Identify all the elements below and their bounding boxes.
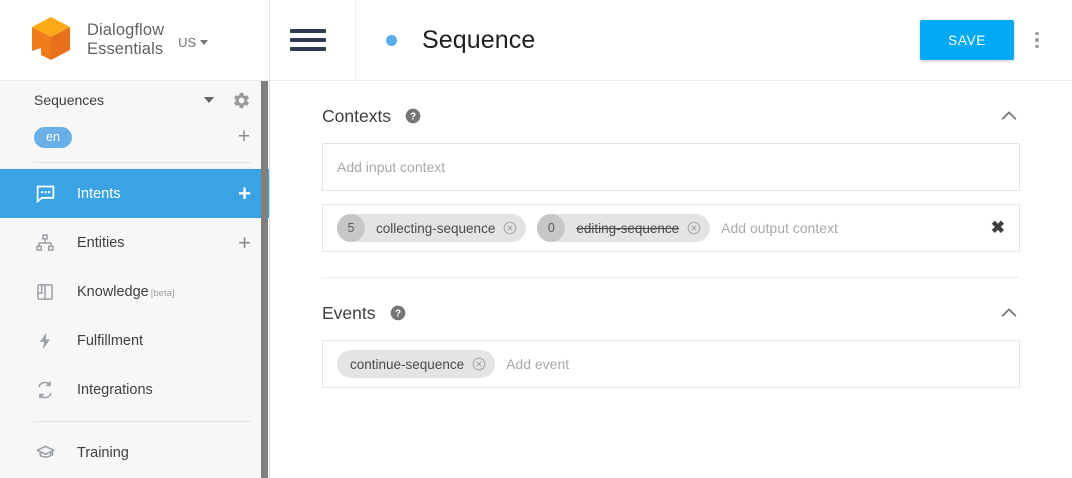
- topbar-divider: [355, 0, 356, 81]
- sidebar-item-label: Integrations: [77, 382, 251, 398]
- chevron-up-icon[interactable]: [998, 302, 1020, 324]
- sidebar-divider-top: [34, 162, 251, 163]
- lightning-bolt-icon: [34, 330, 56, 352]
- agent-name: Sequences: [34, 92, 105, 108]
- kebab-menu-icon[interactable]: [1020, 20, 1054, 60]
- output-context-chip[interactable]: 0 editing-sequence: [537, 214, 711, 242]
- bar: [290, 38, 326, 42]
- events-header: Events ?: [322, 278, 1020, 340]
- help-circle-icon[interactable]: ?: [390, 305, 406, 321]
- content-area: Contexts ? Add input context: [270, 81, 1072, 388]
- sidebar-divider-bottom: [34, 421, 251, 422]
- section-title: Events: [322, 302, 376, 323]
- sidebar-scrollbar-thumb[interactable]: [261, 81, 268, 478]
- caret-down-icon[interactable]: [204, 97, 214, 103]
- section-divider: [322, 277, 1020, 278]
- dot: [1035, 38, 1039, 42]
- sidebar-item-label: Fulfillment: [77, 333, 251, 349]
- sidebar-item-label: Knowledge [beta]: [77, 284, 251, 300]
- chat-bubble-icon: [34, 183, 56, 205]
- events-field[interactable]: continue-sequence Add event: [322, 340, 1020, 388]
- chevron-up-icon[interactable]: [998, 105, 1020, 127]
- gear-icon[interactable]: [232, 91, 251, 110]
- region-selector[interactable]: US: [178, 31, 209, 50]
- label-text: Training: [77, 444, 129, 461]
- label-text: Integrations: [77, 381, 153, 398]
- sidebar-item-label: Intents: [77, 186, 238, 202]
- input-context-placeholder: Add input context: [337, 159, 446, 175]
- output-context-placeholder: Add output context: [721, 220, 838, 236]
- help-circle-icon[interactable]: ?: [405, 108, 421, 124]
- book-icon: [34, 281, 56, 303]
- sidebar-item-fulfillment[interactable]: Fulfillment: [0, 316, 269, 365]
- add-entity-plus-icon[interactable]: +: [238, 229, 251, 255]
- svg-text:?: ?: [410, 111, 416, 122]
- chip-label: continue-sequence: [350, 356, 465, 372]
- chip-lifespan-count: 0: [537, 214, 566, 242]
- main-panel: Sequence SAVE Contexts ?: [270, 0, 1072, 478]
- event-chip[interactable]: continue-sequence: [337, 350, 496, 378]
- event-placeholder: Add event: [506, 356, 570, 372]
- brand-name: Dialogflow Essentials: [87, 21, 165, 58]
- caret-down-icon: [200, 39, 209, 45]
- beta-badge: [beta]: [150, 287, 175, 299]
- sidebar-item-knowledge[interactable]: Knowledge [beta]: [0, 267, 269, 316]
- dot: [1035, 31, 1039, 36]
- sidebar-item-integrations[interactable]: Integrations: [0, 365, 269, 414]
- remove-circle-icon[interactable]: [503, 221, 517, 235]
- save-button[interactable]: SAVE: [920, 20, 1014, 60]
- clear-x-icon[interactable]: ✖: [990, 218, 1005, 237]
- top-bar: Sequence SAVE: [270, 0, 1072, 81]
- chip-label: editing-sequence: [576, 220, 680, 236]
- output-context-field[interactable]: 5 collecting-sequence 0 editing-sequence: [322, 204, 1020, 252]
- graduation-cap-icon: [34, 442, 56, 464]
- chip-lifespan-count: 5: [337, 214, 365, 242]
- add-intent-plus-icon[interactable]: +: [238, 180, 251, 206]
- agent-selector[interactable]: Sequences: [0, 81, 269, 119]
- sync-arrows-icon: [34, 379, 56, 401]
- sidebar-item-training[interactable]: Training: [0, 428, 269, 477]
- sidebar-item-entities[interactable]: Entities +: [0, 218, 269, 267]
- language-row: en +: [0, 119, 269, 155]
- label-text: Intents: [77, 185, 121, 202]
- language-chip-en[interactable]: en: [34, 126, 72, 148]
- bar: [290, 47, 326, 51]
- dot: [1035, 44, 1039, 49]
- section-title: Contexts: [322, 105, 392, 126]
- sidebar-item-label: Training: [77, 445, 251, 461]
- intent-status-dot: [386, 34, 397, 46]
- hamburger-menu-icon[interactable]: [290, 29, 336, 51]
- remove-circle-icon[interactable]: [472, 357, 486, 371]
- label-text: Knowledge: [77, 283, 149, 300]
- region-label: US: [178, 34, 197, 50]
- bar: [290, 29, 326, 33]
- sidebar: Dialogflow Essentials US Sequences en +: [0, 0, 270, 478]
- input-context-field[interactable]: Add input context: [322, 143, 1020, 191]
- output-context-chip[interactable]: 5 collecting-sequence: [337, 214, 527, 242]
- contexts-header: Contexts ?: [322, 81, 1020, 143]
- sidebar-item-label: Entities: [77, 235, 238, 251]
- label-text: Entities: [77, 234, 125, 251]
- hierarchy-icon: [34, 232, 56, 254]
- svg-text:?: ?: [394, 308, 400, 319]
- page-title: Sequence: [422, 25, 536, 54]
- events-section: Events ? continue-sequence: [270, 278, 1072, 388]
- label-text: Fulfillment: [77, 332, 144, 349]
- sidebar-scrollbar[interactable]: [261, 81, 268, 478]
- chip-label: collecting-sequence: [376, 220, 496, 236]
- spacer: [322, 191, 1020, 204]
- add-language-plus-icon[interactable]: +: [237, 125, 251, 148]
- sidebar-item-intents[interactable]: Intents +: [0, 169, 269, 218]
- contexts-section: Contexts ? Add input context: [270, 81, 1072, 252]
- brand-header[interactable]: Dialogflow Essentials US: [0, 0, 269, 81]
- dialogflow-cube-logo: [32, 17, 70, 60]
- remove-circle-icon[interactable]: [687, 221, 701, 235]
